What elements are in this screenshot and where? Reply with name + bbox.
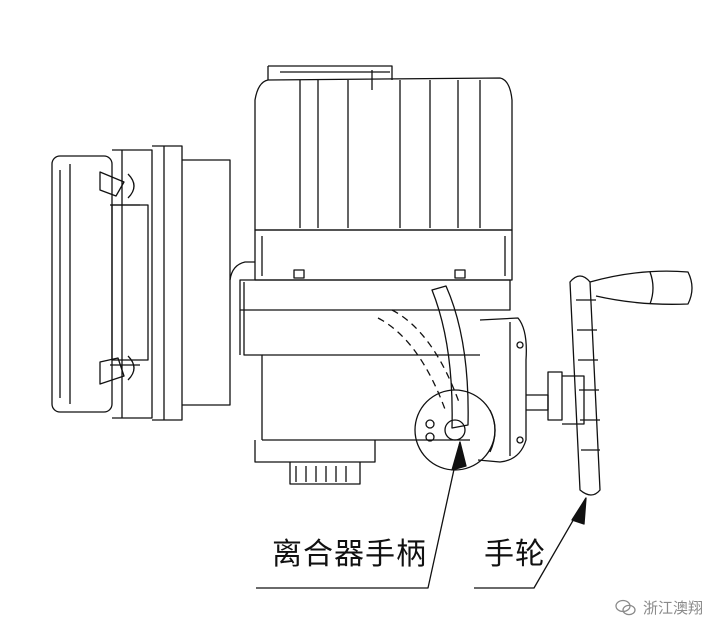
clutch-lever <box>377 285 496 471</box>
label-handwheel: 手轮 <box>484 537 546 572</box>
top-cover <box>254 65 513 281</box>
wechat-icon <box>615 599 636 615</box>
watermark-text: 浙江澳翔 <box>642 599 703 617</box>
leader-handwheel <box>474 497 587 589</box>
left-flange <box>51 145 231 421</box>
leader-clutch <box>256 441 467 589</box>
gearbox-body <box>229 261 563 485</box>
label-clutch-handle: 离合器手柄 <box>272 537 427 572</box>
watermark: 浙江澳翔 <box>615 597 703 618</box>
handwheel <box>562 270 693 496</box>
